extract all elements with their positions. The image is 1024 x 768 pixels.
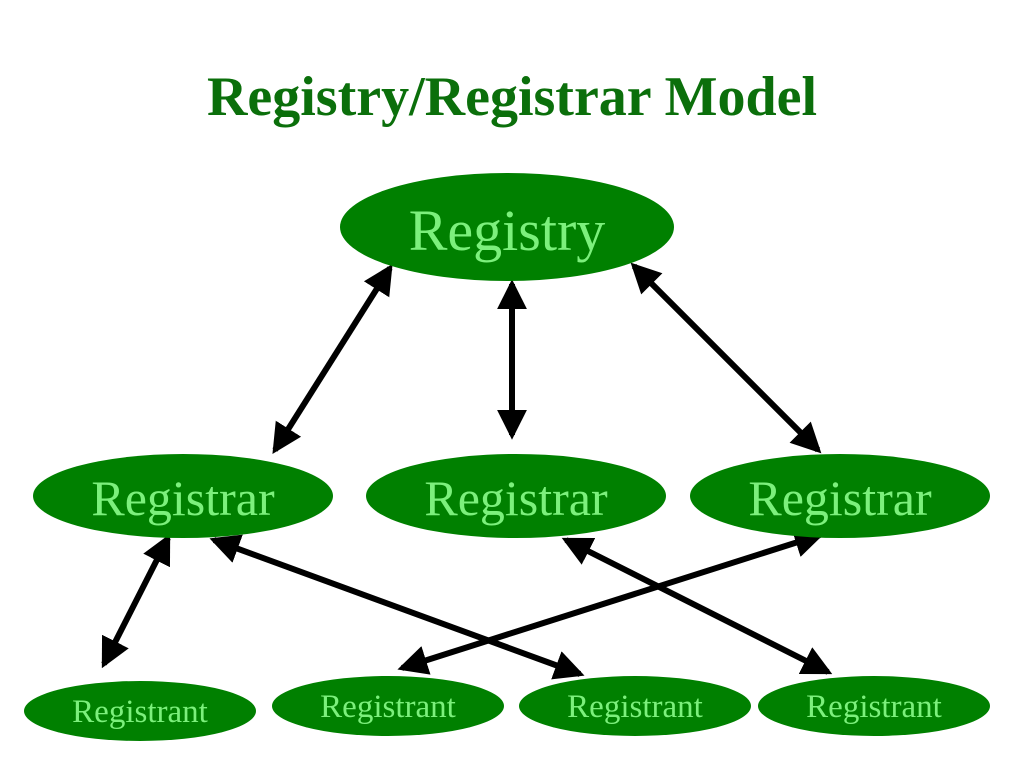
arrow-registrar-right-registrant-2 <box>397 528 825 675</box>
registry-label: Registry <box>409 198 606 263</box>
registrant-2-label: Registrant <box>320 689 456 725</box>
registry-node: Registry <box>340 173 674 281</box>
registrant-3-label: Registrant <box>567 689 703 725</box>
registrar-node-center: Registrar <box>366 454 666 538</box>
arrow-registry-registrar-left <box>272 263 393 455</box>
registrant-node-3: Registrant <box>519 676 751 736</box>
connection-arrows <box>101 262 833 680</box>
registrar-right-label: Registrar <box>748 470 932 526</box>
registrar-left-label: Registrar <box>91 470 275 526</box>
registrar-node-right: Registrar <box>690 454 990 538</box>
registrant-4-label: Registrant <box>806 689 942 725</box>
slide-title: Registry/Registrar Model <box>206 66 818 128</box>
registrar-center-label: Registrar <box>424 470 608 526</box>
registrar-node-left: Registrar <box>33 454 333 538</box>
registrant-node-2: Registrant <box>272 676 504 736</box>
registrant-node-1: Registrant <box>24 681 256 741</box>
arrow-registrar-left-registrant-1 <box>101 533 171 669</box>
arrow-registry-registrar-right <box>630 262 822 454</box>
arrow-registrar-center-registrant-4 <box>561 537 833 675</box>
registrant-node-4: Registrant <box>758 676 990 736</box>
registrant-1-label: Registrant <box>72 694 208 730</box>
arrow-registrar-left-registrant-3 <box>209 534 585 680</box>
